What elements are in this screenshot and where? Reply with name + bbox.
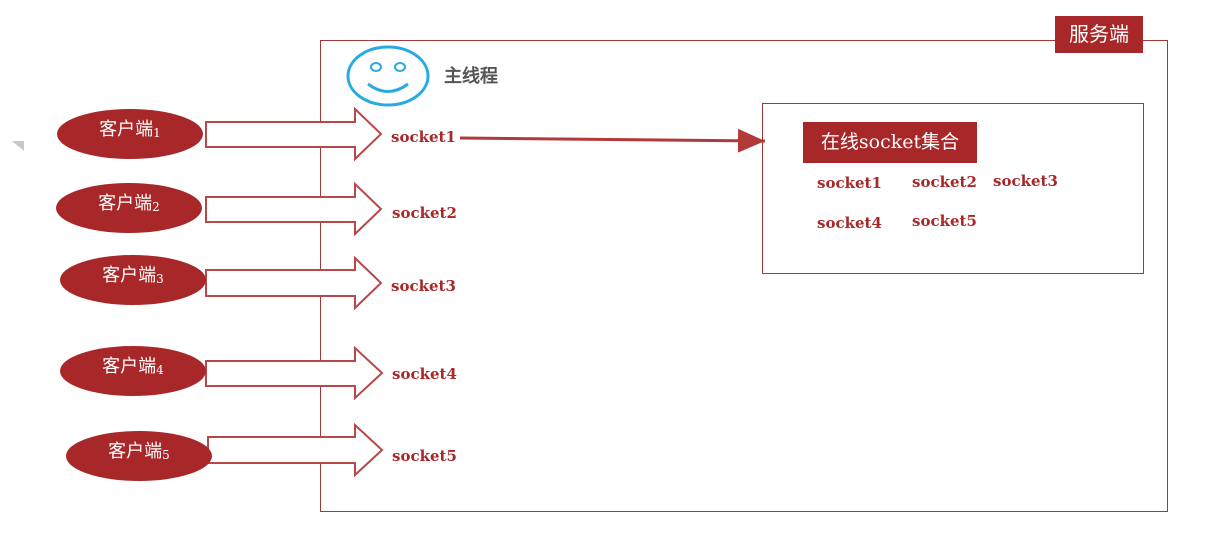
online-socket-item: socket3 [993,172,1058,190]
client-1: 客户端1 [57,109,203,159]
block-arrow-icon [205,106,383,162]
smiley-face-icon [346,45,430,107]
client-4: 客户端4 [60,346,206,396]
client-2: 客户端2 [56,183,202,233]
online-socket-item: socket2 [912,173,977,191]
client-5: 客户端5 [66,431,212,481]
block-arrow-icon [205,255,383,311]
thread-socket-label: socket5 [392,447,457,465]
online-socket-set-title: 在线socket集合 [803,122,977,163]
thread-socket-label: socket1 [391,128,456,146]
thread-socket-label: socket3 [391,277,456,295]
block-arrow-icon [205,181,383,237]
server-label: 服务端 [1055,16,1143,53]
register-arrow [459,128,766,153]
corner-mark-icon [12,141,24,151]
online-socket-item: socket1 [817,174,882,192]
thread-socket-label: socket4 [392,365,457,383]
thread-socket-label: socket2 [392,204,457,222]
online-socket-item: socket4 [817,214,882,232]
block-arrow-icon [205,345,384,401]
online-socket-set-box [762,103,1144,274]
block-arrow-icon [207,422,384,478]
main-thread-label: 主线程 [444,66,498,87]
client-3: 客户端3 [60,255,206,305]
online-socket-item: socket5 [912,212,977,230]
